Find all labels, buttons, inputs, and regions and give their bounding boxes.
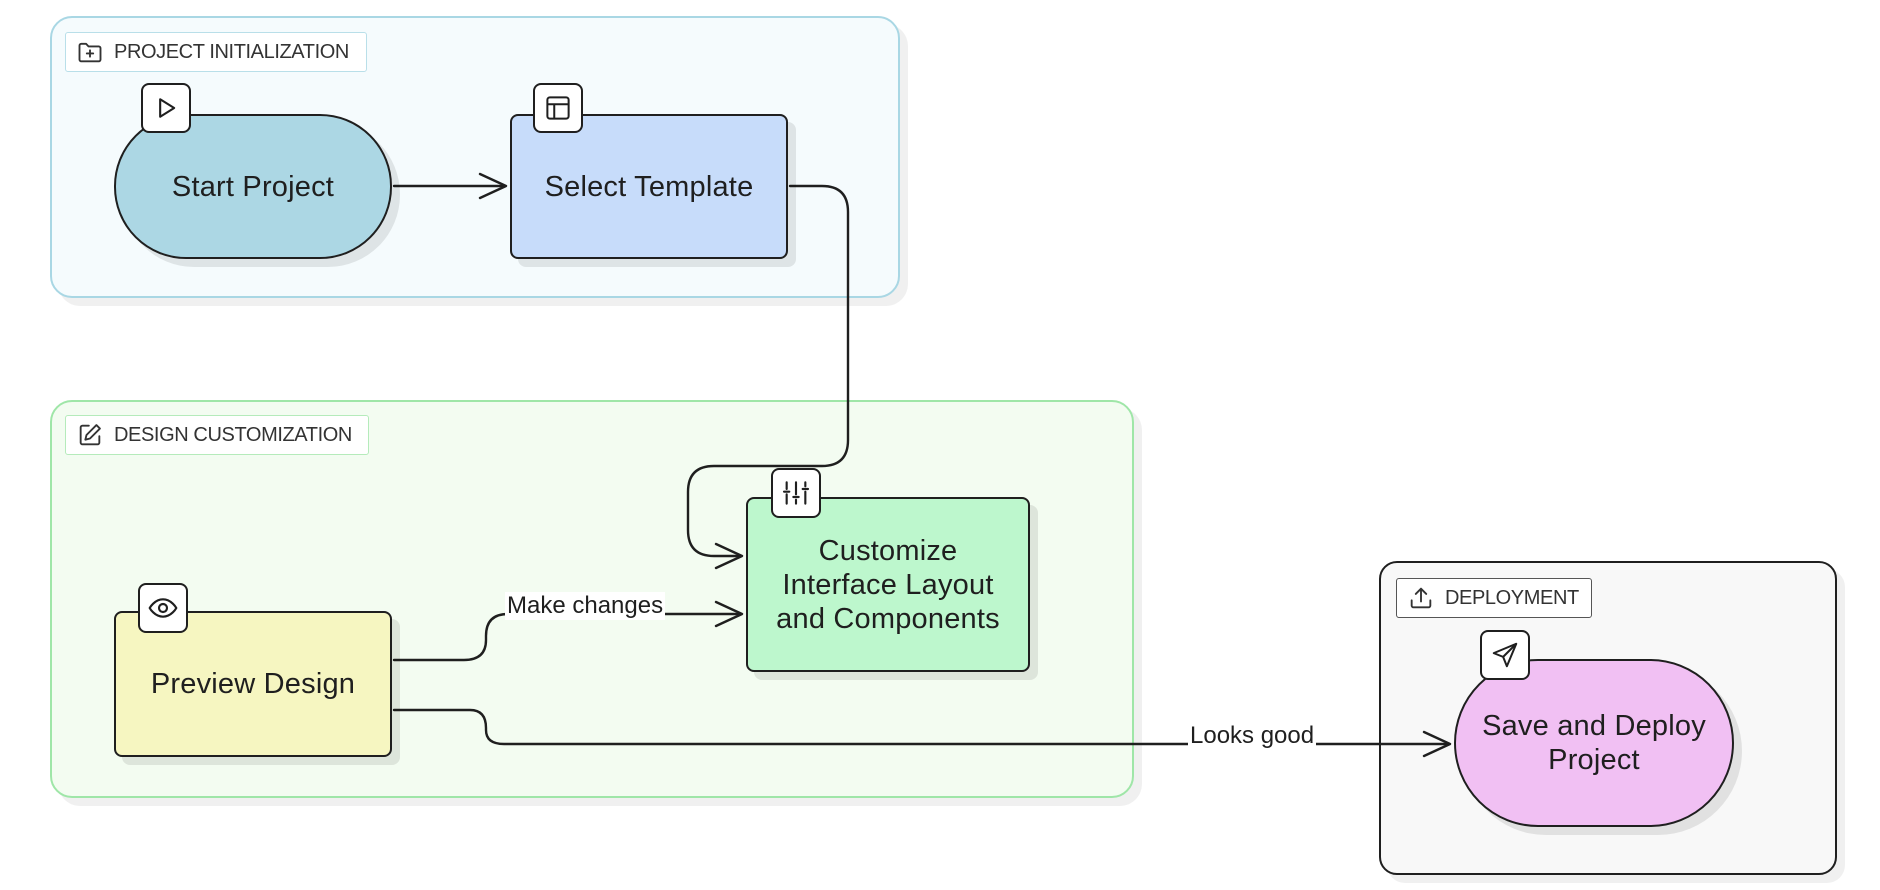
group-label-design-customization: DESIGN CUSTOMIZATION [65,415,369,455]
edge-preview-to-customize [392,612,742,662]
node-customize-interface[interactable]: Customize Interface Layout and Component… [746,497,1030,672]
arrowhead [714,600,744,628]
eye-icon [138,583,188,633]
send-icon [1480,630,1530,680]
edge-template-to-customize [686,184,850,558]
edge-preview-to-deploy [392,708,1450,746]
edit-icon [76,421,104,449]
arrowhead [1422,730,1452,758]
node-label: Save and Deploy Project [1482,710,1706,776]
folder-plus-icon [76,38,104,66]
node-label: Select Template [544,170,754,203]
node-select-template[interactable]: Select Template [510,114,788,259]
node-label: Customize Interface Layout and Component… [776,534,1000,635]
group-label-text: DEPLOYMENT [1445,586,1579,609]
group-label-text: PROJECT INITIALIZATION [114,40,349,63]
arrowhead [478,172,508,200]
play-icon [141,83,191,133]
node-start-project[interactable]: Start Project [114,114,392,259]
group-label-deployment: DEPLOYMENT [1396,578,1592,618]
node-preview-design[interactable]: Preview Design [114,611,392,757]
group-label-text: DESIGN CUSTOMIZATION [114,423,352,446]
sliders-icon [771,468,821,518]
group-label-project-initialization: PROJECT INITIALIZATION [65,32,367,72]
upload-icon [1407,584,1435,612]
edge-label-looks-good: Looks good [1188,722,1317,750]
node-save-and-deploy[interactable]: Save and Deploy Project [1454,659,1734,827]
layout-icon [533,83,583,133]
arrowhead [714,542,744,570]
edge-label-make-changes: Make changes [505,592,666,620]
node-label: Start Project [171,170,335,203]
node-label: Preview Design [150,668,356,700]
